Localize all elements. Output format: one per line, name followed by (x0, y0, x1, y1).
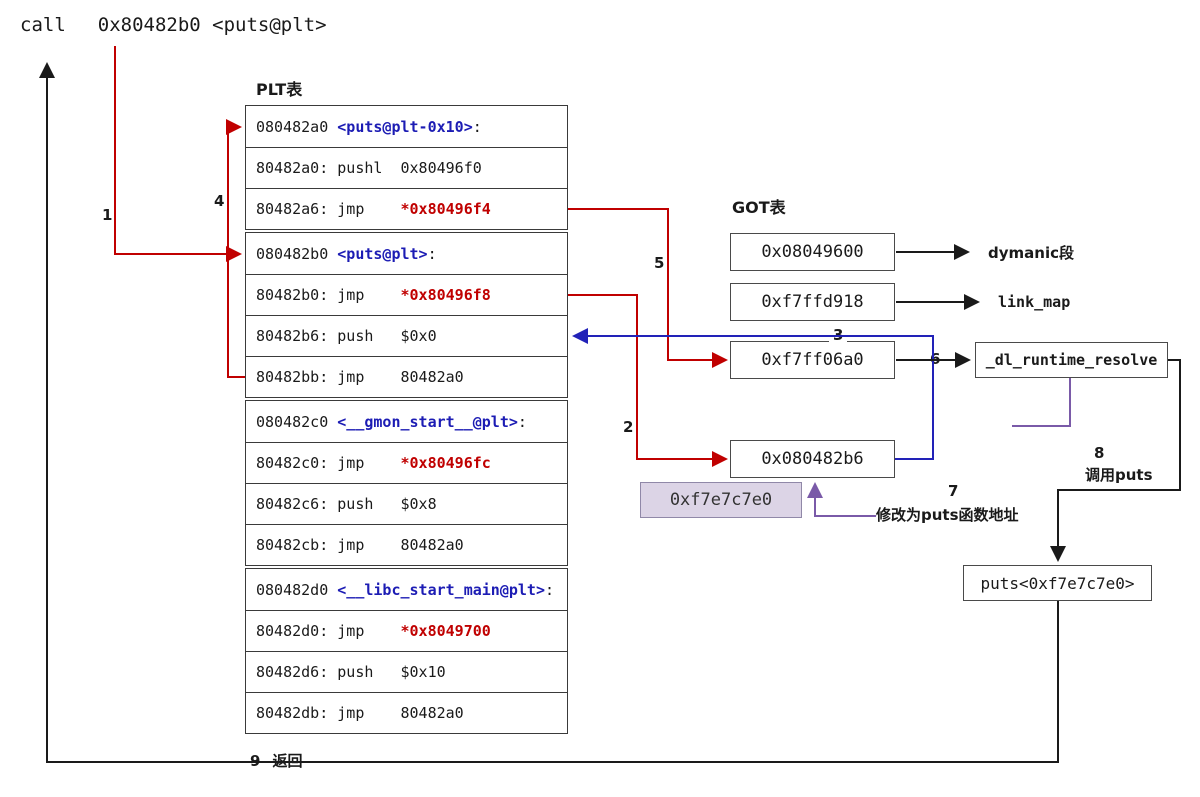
plt-row-text: 080482d0 (256, 580, 338, 599)
step-7-label: 7 (948, 482, 959, 500)
dynamic-segment-label: dymanic段 (988, 244, 1074, 262)
plt-row-text: 80482db: jmp 80482a0 (256, 704, 464, 722)
plt-row-text: 80482b0: jmp (256, 286, 401, 304)
plt-row: 80482a0: pushl 0x80496f0 (246, 147, 567, 188)
plt-row-text: : (427, 244, 437, 263)
plt-operand: *0x80496f4 (400, 200, 491, 218)
step-8-label: 8 (1094, 444, 1105, 462)
step-4-arrow (226, 119, 245, 378)
plt-section-libc-start-main: 080482d0 <__libc_start_main@plt>: 80482d… (245, 568, 568, 734)
step-6-label: 6 (926, 350, 945, 368)
plt-row-text: 80482c6: push $0x8 (256, 495, 437, 513)
plt-row: 80482b0: jmp *0x80496f8 (246, 274, 567, 315)
got-entry-puts-slot: 0x080482b6 (730, 440, 895, 478)
got-new-value-box: 0xf7e7c7e0 (640, 482, 802, 518)
plt-table-title: PLT表 (256, 80, 303, 99)
step-2-arrow (568, 294, 728, 467)
plt-row: 80482db: jmp 80482a0 (246, 692, 567, 733)
got-table-title: GOT表 (732, 198, 786, 217)
plt-row-text: 80482c0: jmp (256, 454, 401, 472)
plt-operand: *0x8049700 (400, 622, 491, 640)
plt-row-text: 80482a6: jmp (256, 200, 401, 218)
step-2-label: 2 (623, 418, 634, 436)
plt-row-text: : (517, 412, 527, 431)
plt-section-gmon-start: 080482c0 <__gmon_start__@plt>: 80482c0: … (245, 400, 568, 566)
plt-row-text: 80482a0: pushl 0x80496f0 (256, 159, 482, 177)
step-3-label: 3 (829, 326, 848, 344)
plt-row-text: 80482d6: push $0x10 (256, 663, 446, 681)
plt-section-puts-header: 080482a0 <puts@plt-0x10>: 80482a0: pushl… (245, 105, 568, 230)
dl-runtime-resolve-box: _dl_runtime_resolve (975, 342, 1168, 378)
step-1-label: 1 (102, 206, 113, 224)
plt-row: 80482b6: push $0x0 (246, 315, 567, 356)
plt-row: 080482d0 <__libc_start_main@plt>: (246, 569, 567, 610)
step-4-label: 4 (214, 192, 225, 210)
link-map-label: link_map (998, 293, 1071, 311)
plt-symbol: <puts@plt-0x10> (337, 117, 473, 136)
plt-operand: *0x80496fc (400, 454, 491, 472)
got-entry-resolver: 0xf7ff06a0 (730, 341, 895, 379)
step-9-text: 返回 (272, 752, 303, 770)
plt-row: 80482a6: jmp *0x80496f4 (246, 188, 567, 229)
plt-row: 080482b0 <puts@plt>: (246, 233, 567, 274)
step-9-label: 9 (250, 751, 261, 770)
step-8-arrow (1050, 359, 1181, 562)
plt-row-text: : (472, 117, 482, 136)
call-instruction: call 0x80482b0 <puts@plt> (20, 14, 327, 36)
plt-row: 80482d0: jmp *0x8049700 (246, 610, 567, 651)
step-5-label: 5 (654, 254, 665, 272)
plt-row: 80482bb: jmp 80482a0 (246, 356, 567, 397)
step-1-arrow (114, 46, 242, 262)
call-target: 0x80482b0 <puts@plt> (97, 14, 327, 36)
plt-symbol: <__libc_start_main@plt> (337, 580, 545, 599)
step-7-wire (1012, 378, 1071, 427)
step-7-text: 修改为puts函数地址 (876, 506, 1019, 524)
plt-symbol: <__gmon_start__@plt> (337, 412, 518, 431)
plt-row: 080482a0 <puts@plt-0x10>: (246, 106, 567, 147)
plt-row: 80482c0: jmp *0x80496fc (246, 442, 567, 483)
plt-row-text: 80482b6: push $0x0 (256, 327, 437, 345)
plt-row-text: 080482c0 (256, 412, 338, 431)
plt-symbol: <puts@plt> (337, 244, 428, 263)
step-8-text: 调用puts (1085, 466, 1153, 484)
plt-row: 80482cb: jmp 80482a0 (246, 524, 567, 565)
got-entry-linkmap: 0xf7ffd918 (730, 283, 895, 321)
plt-row-text: 80482d0: jmp (256, 622, 401, 640)
step-5-arrow (568, 208, 728, 368)
plt-row-text: 080482a0 (256, 117, 338, 136)
plt-row-text: 80482bb: jmp 80482a0 (256, 368, 464, 386)
puts-function-box: puts<0xf7e7c7e0> (963, 565, 1152, 601)
plt-row-text: 080482b0 (256, 244, 338, 263)
plt-row: 80482d6: push $0x10 (246, 651, 567, 692)
step-9-group: 9 返回 (246, 750, 307, 771)
plt-operand: *0x80496f8 (400, 286, 491, 304)
plt-row-text: : (545, 580, 555, 599)
plt-row: 80482c6: push $0x8 (246, 483, 567, 524)
plt-row: 080482c0 <__gmon_start__@plt>: (246, 401, 567, 442)
plt-section-puts: 080482b0 <puts@plt>: 80482b0: jmp *0x804… (245, 232, 568, 398)
got-entry-dynamic: 0x08049600 (730, 233, 895, 271)
step-7-arrow (807, 482, 876, 517)
plt-row-text: 80482cb: jmp 80482a0 (256, 536, 464, 554)
call-keyword: call (20, 14, 66, 36)
